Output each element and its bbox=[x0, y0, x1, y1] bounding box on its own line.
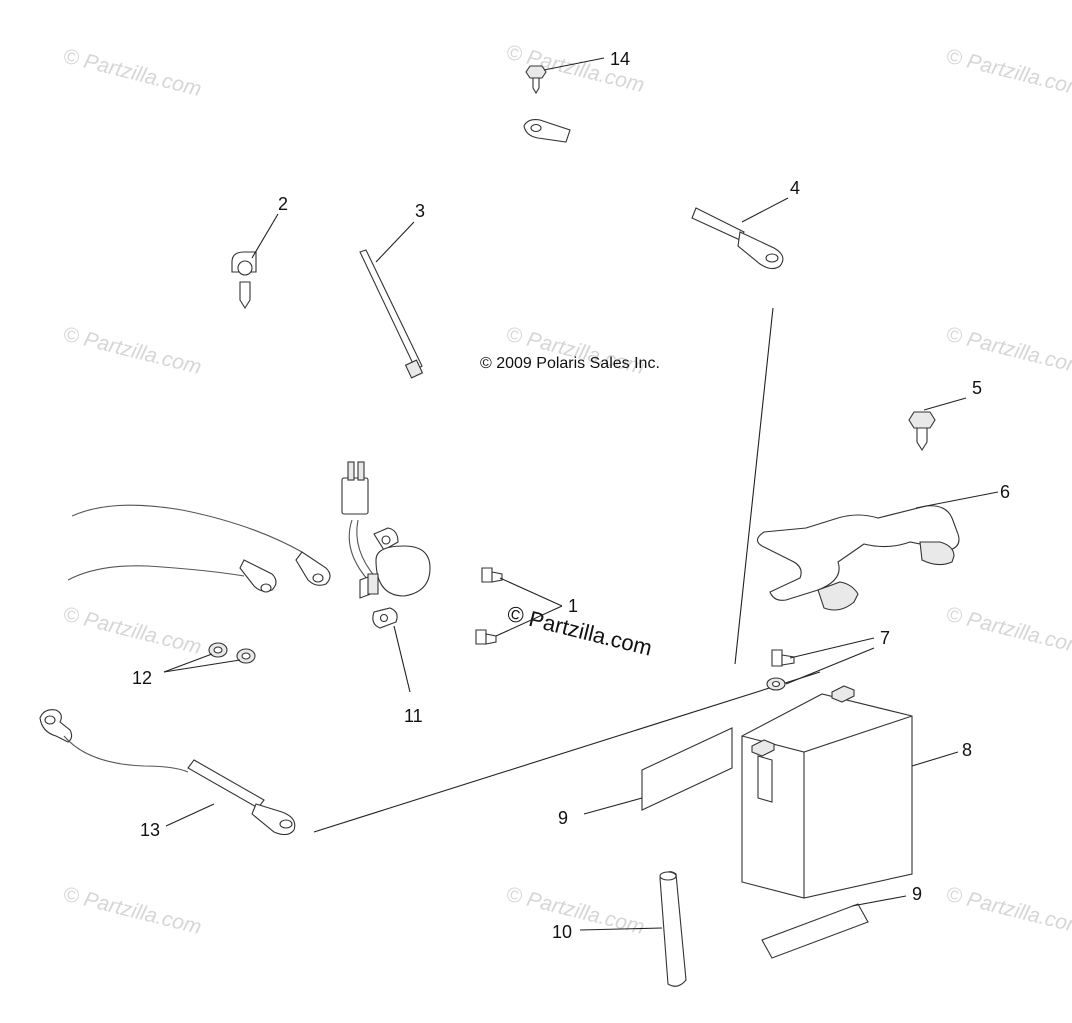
part-1-screw bbox=[475, 629, 497, 645]
callout-11: 11 bbox=[404, 706, 423, 726]
watermark: © Partzilla.com bbox=[944, 323, 1072, 380]
part-13-cable bbox=[39, 709, 296, 836]
leader-cable-4 bbox=[734, 307, 774, 665]
part-5-bolt bbox=[908, 411, 936, 452]
callout-8: 8 bbox=[962, 740, 972, 760]
watermark: © Partzilla.com bbox=[944, 603, 1072, 660]
watermark: © Partzilla.com bbox=[944, 45, 1072, 102]
watermark: © Partzilla.com bbox=[61, 323, 204, 380]
brand-watermark: © Partzilla.com bbox=[505, 601, 655, 661]
callout-10: 10 bbox=[552, 922, 572, 942]
watermark: © Partzilla.com bbox=[61, 45, 204, 102]
part-11-solenoid bbox=[341, 461, 431, 629]
callout-12: 12 bbox=[132, 668, 152, 688]
part-12-nut bbox=[208, 642, 228, 658]
part-6-bracket bbox=[756, 505, 960, 611]
callout-4: 4 bbox=[790, 178, 800, 198]
callout-2: 2 bbox=[278, 194, 288, 214]
part-12-nut bbox=[236, 648, 256, 664]
leader-cable-13 bbox=[313, 671, 821, 833]
watermark: © Partzilla.com bbox=[61, 883, 204, 940]
part-7-bolt bbox=[771, 649, 795, 667]
part-2-clip bbox=[231, 251, 257, 310]
callout-3: 3 bbox=[415, 201, 425, 221]
part-7-nut bbox=[766, 677, 786, 691]
watermark: © Partzilla.com bbox=[944, 883, 1072, 940]
callout-9: 9 bbox=[912, 884, 922, 904]
callout-13: 13 bbox=[140, 820, 160, 840]
part-3-cable-tie bbox=[359, 249, 424, 379]
part-10-vent-tube bbox=[659, 871, 687, 987]
copyright-text: © 2009 Polaris Sales Inc. bbox=[480, 355, 660, 372]
part-1-screw bbox=[481, 567, 503, 583]
part-9-pad bbox=[641, 727, 733, 811]
callout-9: 9 bbox=[558, 808, 568, 828]
watermark: © Partzilla.com bbox=[504, 883, 647, 940]
part-14-eyelet bbox=[523, 119, 571, 143]
harness-wires bbox=[67, 504, 331, 593]
callout-7: 7 bbox=[880, 628, 890, 648]
callout-1: 1 bbox=[568, 596, 578, 616]
part-4-cable bbox=[691, 207, 784, 270]
part-14-bolt bbox=[525, 65, 547, 95]
callout-6: 6 bbox=[1000, 482, 1010, 502]
part-8-battery bbox=[741, 685, 913, 899]
watermark: © Partzilla.com bbox=[61, 603, 204, 660]
callout-5: 5 bbox=[972, 378, 982, 398]
callout-14: 14 bbox=[610, 49, 630, 69]
part-9-pad bbox=[761, 903, 869, 959]
